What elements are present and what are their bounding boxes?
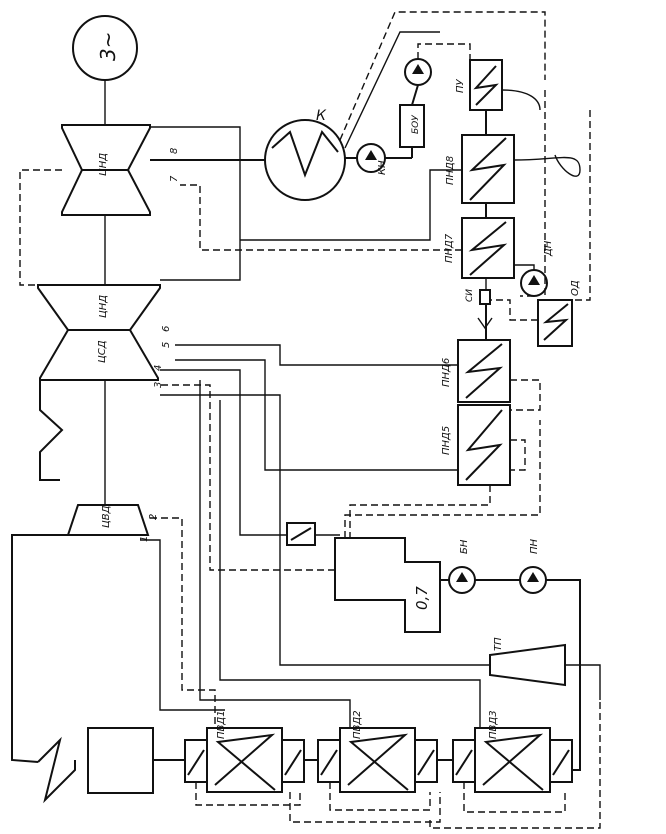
pvd1-label: ПВД1 — [216, 710, 227, 739]
pnd7-to-dn — [514, 264, 535, 270]
tp-turbine: ТП — [489, 637, 566, 687]
extraction-3-line — [160, 384, 335, 571]
generator-label: 3~ — [96, 32, 120, 61]
pnd8-heater: ПНД8 — [445, 134, 515, 204]
crossover-pipe-top — [150, 126, 241, 281]
dn-pump: ДН — [520, 240, 554, 297]
bn-label: БН — [459, 539, 470, 554]
extraction-2: 2 — [148, 514, 159, 520]
deaerator: 0,7 — [334, 537, 441, 633]
bou-to-pump-line — [411, 84, 419, 106]
pnd5-heater: ПНД5 — [441, 404, 511, 486]
extraction-3-pvd2-line — [199, 380, 351, 728]
feed-dash-up — [344, 420, 541, 538]
extraction-1-line — [140, 539, 225, 711]
csd-label: ЦСД — [97, 340, 108, 363]
tp-steam-line — [160, 394, 490, 666]
extraction-1: 1 — [139, 536, 150, 542]
pu-label: ПУ — [455, 78, 466, 93]
pn-pump: ПН — [519, 538, 547, 594]
pnd5-to-deaerator — [349, 485, 491, 540]
extraction-7: 7 — [169, 175, 180, 182]
steam-generator-box — [87, 727, 154, 794]
extraction-8: 8 — [169, 148, 180, 154]
extraction-pvd3-line — [219, 400, 481, 728]
pnd5-drain — [510, 439, 526, 471]
shx-zig — [290, 527, 312, 541]
lp-cylinder-2: ЦНД — [37, 284, 161, 331]
pnd6-heater: ПНД6 — [441, 339, 511, 403]
si-label: СИ — [465, 289, 475, 302]
ip-cylinder: ЦСД — [39, 329, 159, 381]
pnd7-heater: ПНД7 — [444, 217, 515, 279]
right-return-dash-2 — [572, 110, 591, 301]
pvd3-drain — [463, 782, 566, 813]
tp-label: ТП — [493, 637, 504, 651]
pvd2-drain — [329, 782, 431, 811]
extraction-2-line — [150, 517, 216, 728]
pump-recirc-line — [417, 43, 471, 60]
pvd-drain-cascade — [289, 792, 441, 823]
pu-drain — [501, 89, 541, 111]
reheater-line — [39, 378, 64, 481]
dn-label: ДН — [543, 240, 554, 257]
extraction-5: 5 — [161, 342, 172, 348]
bn-pump: БН — [448, 539, 476, 594]
si-box — [479, 289, 491, 305]
pvd1-drain — [195, 782, 301, 806]
condensate-pump: КН — [356, 143, 388, 175]
boiler-flue-line — [37, 736, 76, 804]
extraction-3: 3 — [153, 382, 164, 388]
od-label: ОД — [570, 280, 581, 296]
cvd-label: ЦВД — [101, 505, 112, 528]
lp-cylinder-1: ЦНД — [61, 124, 151, 216]
condenser-label: К — [316, 108, 327, 124]
pvd2-heater: ПВД2 — [317, 710, 438, 793]
extraction-6-line — [175, 344, 458, 366]
cnd-label-2: ЦНД — [98, 295, 109, 318]
tp-exhaust — [565, 664, 601, 700]
pvd2-label: ПВД2 — [352, 710, 363, 739]
ejector-steam-line — [339, 11, 546, 141]
ejector-pump — [404, 58, 432, 86]
pn-to-pvd3 — [546, 579, 581, 771]
pnd8-loop — [513, 154, 581, 177]
live-steam-line — [11, 534, 68, 763]
extraction-6: 6 — [161, 326, 172, 332]
pnd5-label: ПНД5 — [441, 426, 452, 455]
kn-label: КН — [377, 160, 388, 175]
extraction-5-line — [175, 359, 458, 471]
extraction-4: 4 — [153, 365, 164, 371]
ejector-line-2 — [344, 31, 440, 149]
extraction-7-line — [180, 184, 462, 251]
pn-label: ПН — [529, 538, 540, 554]
bou-label: БОУ — [411, 115, 421, 134]
pvd3-heater: ПВД3 — [452, 710, 573, 793]
extraction-8-line — [240, 169, 462, 241]
pvd3-label: ПВД3 — [488, 710, 499, 739]
hp-cylinder: ЦВД — [66, 504, 150, 536]
pnd6-drain — [510, 379, 541, 411]
deaerator-label: 0,7 — [413, 586, 431, 610]
crossover-pipe-left — [19, 169, 62, 286]
generator: 3~ — [72, 15, 138, 81]
pu-heater: ПУ — [455, 59, 503, 111]
pnd6-label: ПНД6 — [441, 358, 452, 387]
od-dash-1 — [490, 299, 538, 321]
pnd7-label: ПНД7 — [444, 233, 455, 263]
od-heater: ОД — [537, 280, 581, 347]
pvd1-heater: ПВД1 — [184, 710, 305, 793]
extraction-4-line — [160, 369, 287, 536]
pvd3-drain-return — [429, 700, 601, 829]
cnd-label-1: ЦНД — [98, 153, 109, 176]
condenser: К — [264, 108, 346, 201]
